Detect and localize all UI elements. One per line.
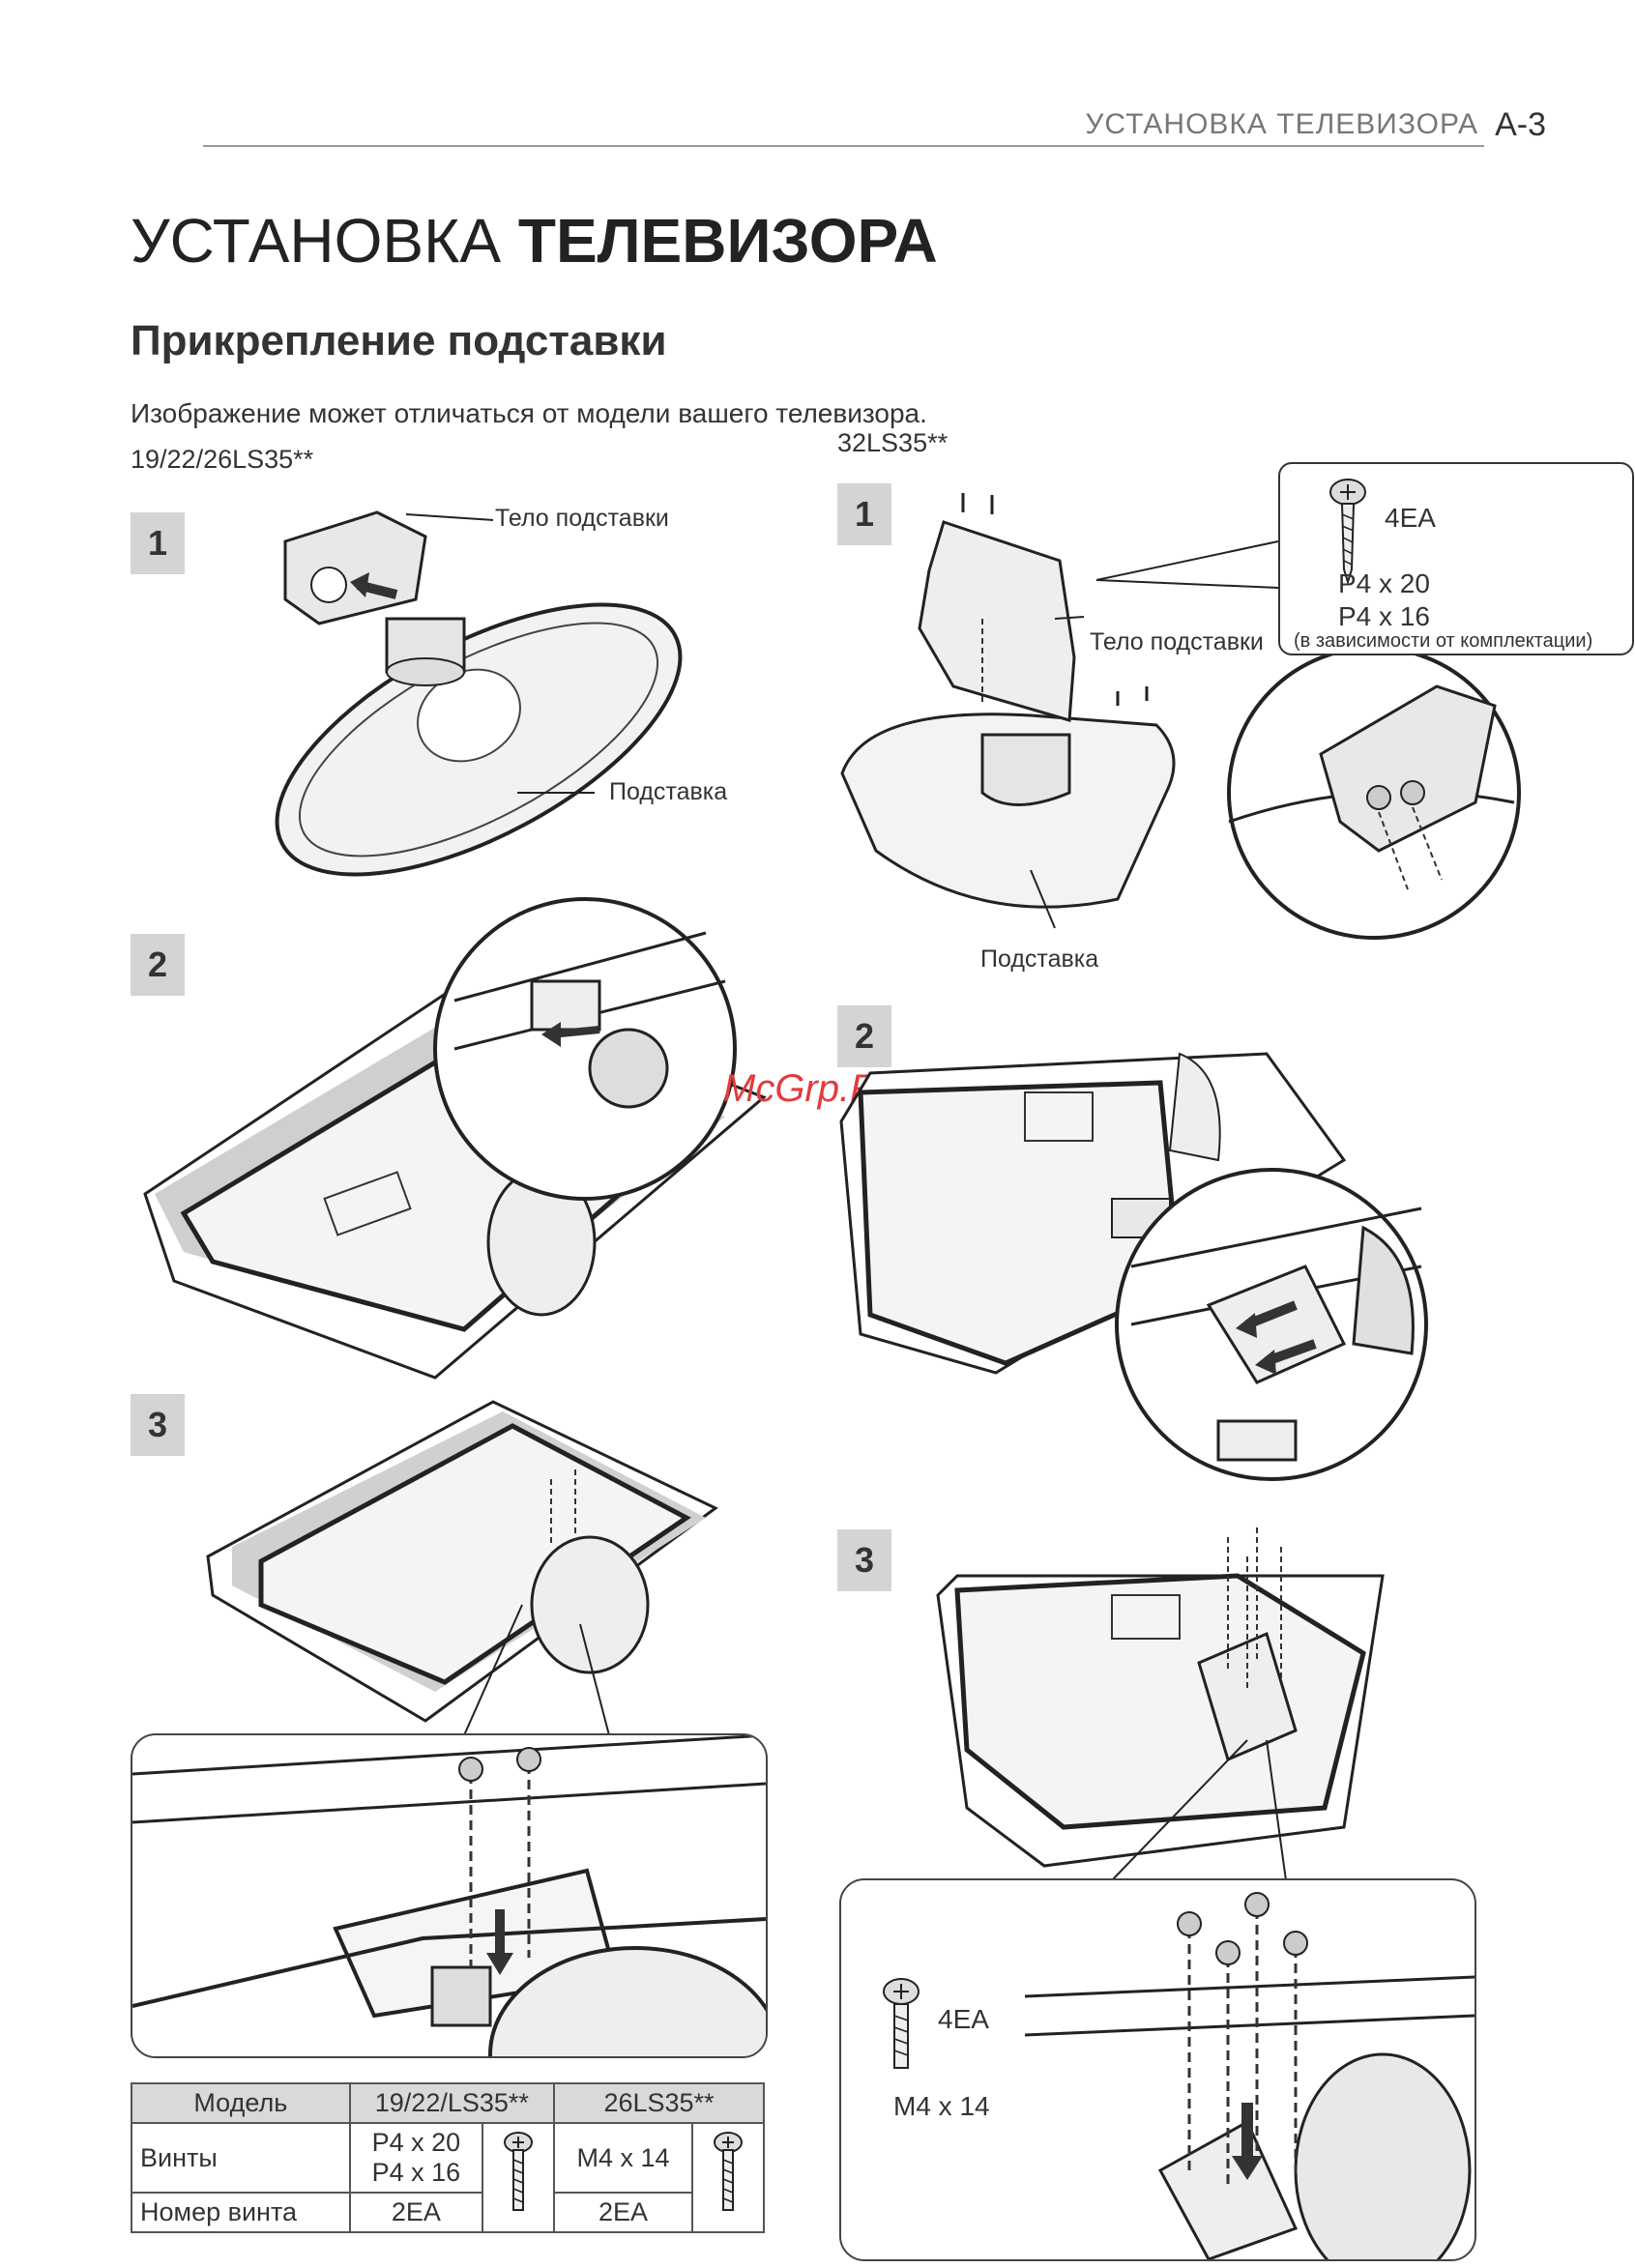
callout-qty: 4EA: [1385, 503, 1436, 533]
right-label-stand-body: Тело подставки: [1090, 628, 1264, 655]
page-title-bold: ТЕЛЕВИЗОРА: [517, 206, 938, 276]
left-label-stand-base: Подставка: [609, 778, 728, 805]
table-header-model-a: 19/22/LS35**: [348, 2082, 556, 2124]
table-cell-screws-b: M4 x 14: [553, 2122, 693, 2194]
right-model-name: 32LS35**: [837, 428, 949, 457]
left-step3-illustration: [206, 1400, 718, 1736]
table-screw-icon-b-cell: [691, 2122, 765, 2233]
left-step3-zoom-illustration: [132, 1735, 766, 2056]
screw-icon: [504, 2132, 534, 2211]
left-step-1: 1: [131, 512, 185, 574]
table-row-label-count: Номер винта: [131, 2192, 351, 2233]
right-step-3: 3: [837, 1529, 891, 1591]
screw-spec-callout: 4EA P4 x 20 P4 x 16 (в зависимости от ко…: [1278, 462, 1634, 655]
left-step2-illustration: [143, 897, 767, 1380]
page-title: УСТАНОВКА ТЕЛЕВИЗОРА: [131, 205, 938, 276]
section-subtitle: Прикрепление подставки: [131, 317, 667, 364]
left-step-2: 2: [131, 934, 185, 996]
screw-icon: [714, 2132, 743, 2211]
left-model-name: 19/22/26LS35**: [131, 445, 314, 474]
callout-size-2: P4 x 16: [1338, 601, 1430, 631]
table-header-model-b: 26LS35**: [553, 2082, 765, 2124]
zoom-callout-qty: 4EA: [938, 2004, 989, 2034]
table-cell-screws-a2: P4 x 16: [371, 2158, 461, 2187]
right-step-1: 1: [837, 483, 891, 545]
table-cell-count-a: 2EA: [348, 2192, 484, 2233]
table-row-label-screws: Винты: [131, 2122, 351, 2194]
callout-size-1: P4 x 20: [1338, 568, 1430, 598]
left-step-3: 3: [131, 1394, 185, 1456]
table-cell-screws-a1: P4 x 20: [371, 2128, 461, 2157]
right-step2-illustration: [839, 1052, 1428, 1481]
page-number: A-3: [1495, 106, 1546, 143]
intro-text: Изображение может отличаться от модели в…: [131, 398, 927, 428]
right-step-2: 2: [837, 1005, 891, 1067]
table-header-model: Модель: [131, 2082, 351, 2124]
table-cell-count-b: 2EA: [553, 2192, 693, 2233]
zoom-callout-size: M4 x 14: [893, 2091, 990, 2121]
screw-icon: [1329, 479, 1366, 586]
screw-icon: [883, 1978, 920, 2069]
right-step1-illustration: [840, 493, 1521, 940]
page-title-light: УСТАНОВКА: [131, 206, 502, 276]
right-step3-illustration: [936, 1527, 1385, 1881]
header-section: УСТАНОВКА ТЕЛЕВИЗОРА: [1085, 108, 1478, 140]
header-rule: [203, 145, 1484, 147]
left-step3-zoom: [131, 1733, 768, 2058]
table-screw-icon-a-cell: [482, 2122, 556, 2233]
right-label-stand-base: Подставка: [980, 945, 1099, 973]
right-step3-zoom-illustration: [883, 1892, 1474, 2259]
left-step1-illustration: [275, 510, 683, 877]
table-row: Номер винта 2EA 2EA: [131, 2192, 764, 2233]
right-step3-zoom: 4EA M4 x 14: [839, 1878, 1476, 2261]
table-row: Винты P4 x 20 P4 x 16 M4 x 14: [131, 2122, 765, 2233]
left-label-stand-body: Тело подставки: [495, 505, 669, 532]
callout-note: (в зависимости от комплектации): [1294, 630, 1593, 652]
screw-spec-table: Модель 19/22/LS35** 26LS35** Винты P4 x …: [131, 2082, 765, 2233]
table-header-row: Модель 19/22/LS35** 26LS35**: [131, 2082, 765, 2124]
table-cell-screws-a: P4 x 20 P4 x 16: [348, 2122, 484, 2194]
